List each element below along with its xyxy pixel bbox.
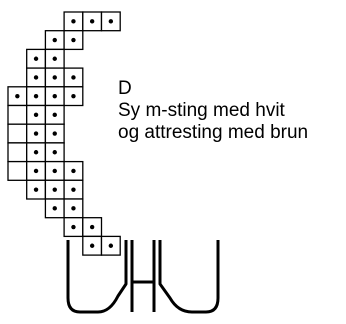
stitch-dot bbox=[89, 243, 95, 248]
stitch-dot bbox=[71, 75, 76, 80]
stitch-dot bbox=[108, 243, 114, 248]
stitch-dot bbox=[71, 19, 76, 24]
stitch-dot bbox=[33, 187, 39, 192]
stitch-dot bbox=[71, 206, 76, 211]
stitch-dot bbox=[52, 37, 57, 43]
grid-cell bbox=[7, 123, 28, 144]
grid-cell bbox=[7, 142, 28, 163]
legend: D Sy m-sting med hvit og attresting med … bbox=[118, 78, 308, 144]
stitch-symbol-v-right bbox=[158, 240, 220, 314]
legend-line-1: Sy m-sting med hvit bbox=[118, 100, 285, 121]
stitch-dot bbox=[108, 19, 114, 24]
stitch-dot bbox=[52, 93, 57, 99]
grid bbox=[7, 11, 121, 256]
stitch-dot bbox=[52, 206, 57, 211]
stitch-symbols bbox=[66, 240, 220, 314]
stitch-dot bbox=[71, 187, 76, 192]
stitch-dot bbox=[89, 224, 95, 230]
stitch-symbol-h bbox=[130, 240, 156, 312]
stitch-dot bbox=[52, 75, 57, 80]
stitch-dot bbox=[33, 168, 39, 174]
stitch-dot bbox=[52, 187, 57, 192]
stitch-dot bbox=[52, 168, 57, 174]
stitch-dot bbox=[89, 19, 95, 24]
stitch-dot bbox=[71, 37, 76, 43]
stitch-dot bbox=[33, 150, 39, 155]
stitch-dot bbox=[52, 131, 57, 136]
stitch-dot bbox=[33, 93, 39, 99]
grid-cell bbox=[7, 104, 28, 125]
stitch-dot bbox=[33, 75, 39, 80]
legend-letter: D bbox=[118, 78, 132, 99]
stitch-dot bbox=[52, 56, 57, 61]
legend-line-2: og attresting med brun bbox=[118, 122, 309, 143]
stitch-dot bbox=[33, 131, 39, 136]
stitch-dot bbox=[52, 112, 57, 118]
grid-cell bbox=[7, 160, 28, 181]
stitch-dot bbox=[52, 150, 57, 155]
stitch-dot bbox=[33, 56, 39, 61]
stitch-dot bbox=[71, 224, 76, 230]
stitch-dot bbox=[15, 93, 20, 99]
stitch-dot bbox=[33, 112, 39, 118]
stitch-symbol-v-left bbox=[66, 240, 128, 314]
stitch-dot bbox=[71, 168, 76, 174]
stitch-dot bbox=[71, 93, 76, 99]
